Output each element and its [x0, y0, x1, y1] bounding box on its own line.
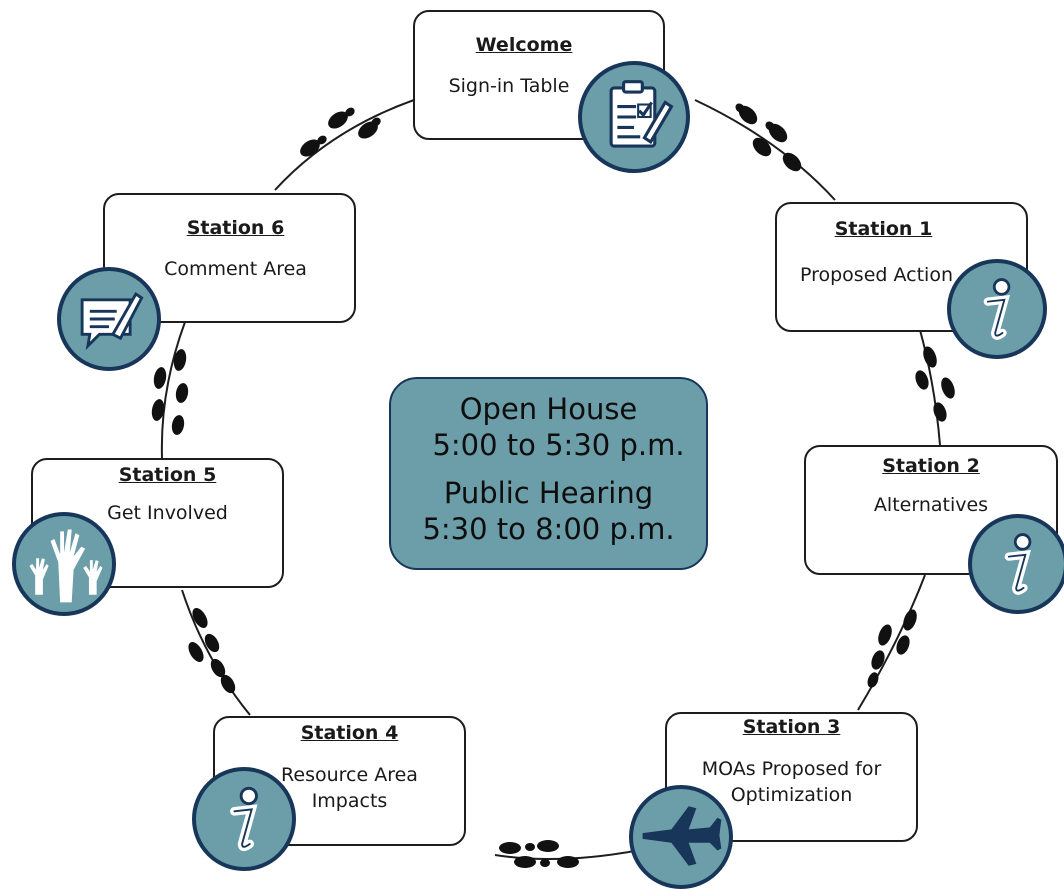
public-hearing-time: 5:30 to 8:00 p.m.: [422, 512, 675, 546]
station-4-subtitle-line2: Impacts: [311, 790, 388, 812]
station-3-subtitle-line1: MOAs Proposed for: [701, 758, 882, 780]
clipboard-icon: [578, 61, 690, 173]
station-3-title: Station 3: [742, 716, 841, 738]
station-2-title: Station 2: [882, 455, 980, 477]
schedule-box: Open House 5:00 to 5:30 p.m. Public Hear…: [389, 377, 708, 570]
station-5-title: Station 5: [118, 464, 217, 486]
station-3-box: Station 3 MOAs Proposed for Optimization: [665, 712, 918, 842]
public-hearing-label: Public Hearing: [443, 476, 654, 510]
station-5-subtitle: Get Involved: [107, 502, 228, 524]
info-icon: [947, 259, 1047, 359]
station-1-title: Station 1: [834, 218, 933, 240]
info-icon: [968, 514, 1064, 614]
info-icon: [192, 767, 296, 871]
station-6-box: Station 6 Comment Area: [103, 193, 356, 323]
station-2-subtitle: Alternatives: [873, 494, 989, 516]
welcome-title: Welcome: [475, 34, 573, 56]
jet-icon: [629, 785, 733, 889]
station-3-subtitle-line2: Optimization: [730, 784, 853, 806]
comment-icon: [57, 267, 161, 371]
open-house-time: 5:00 to 5:30 p.m.: [432, 428, 685, 462]
station-4-subtitle-line1: Resource Area: [281, 764, 418, 786]
station-1-subtitle: Proposed Action: [799, 264, 954, 286]
raised-hands-icon: [12, 512, 116, 616]
station-6-title: Station 6: [186, 217, 285, 239]
open-house-label: Open House: [459, 392, 638, 426]
station-4-title: Station 4: [300, 722, 399, 744]
welcome-subtitle: Sign-in Table: [448, 75, 570, 97]
station-6-subtitle: Comment Area: [164, 258, 307, 280]
